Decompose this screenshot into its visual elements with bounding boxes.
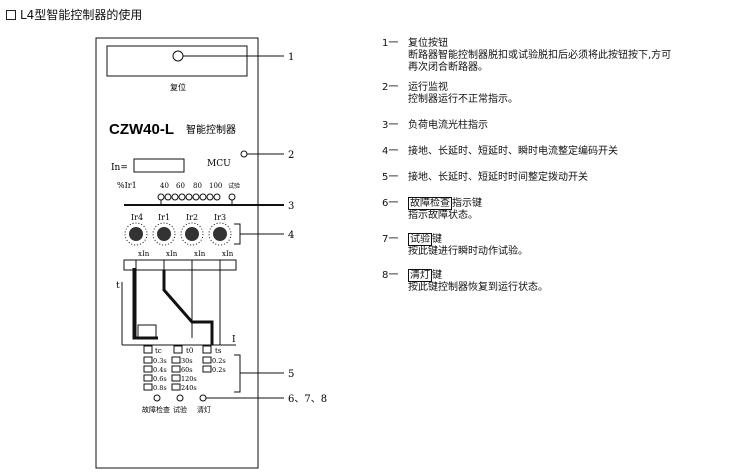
dial-label-ir2: Ir2	[186, 213, 198, 222]
callout-3: 3	[288, 201, 294, 212]
test-label: 试验	[173, 405, 187, 414]
fault-check-button[interactable]	[153, 394, 161, 402]
xin-3: xIn	[194, 250, 206, 258]
curve-top-frame	[123, 259, 237, 271]
t0-30s: 30s	[181, 357, 193, 365]
callout-2: 2	[288, 150, 294, 161]
t-axis-label: t	[116, 281, 120, 291]
time-switch-grid[interactable]	[143, 356, 212, 391]
time-header-ts: ts	[215, 347, 222, 355]
bracket-5	[234, 354, 241, 393]
legend-item-4: 4一接地、长延时、短延时、瞬时电流整定编码开关	[382, 146, 618, 157]
time-header-switches[interactable]	[143, 345, 212, 354]
pct-40: 40	[160, 182, 169, 190]
pct-test: 试验	[228, 182, 240, 190]
reset-button[interactable]	[172, 50, 184, 62]
time-header-tc: tc	[155, 347, 162, 355]
dial-ir3[interactable]	[208, 222, 232, 246]
legend-item-1: 1一复位按钮 断路器智能控制器脱扣或试验脱扣后必须将此按钮按下,方可 再次闭合断…	[382, 38, 672, 73]
pct-100: 100	[209, 182, 222, 190]
legend-item-7: 7一试验键 按此键进行瞬时动作试验。	[382, 233, 528, 257]
xin-4: xIn	[222, 250, 234, 258]
fault-check-label: 故障检查	[142, 405, 170, 414]
test-button[interactable]	[176, 394, 184, 402]
clear-label: 清灯	[197, 405, 211, 414]
t0-60s: 60s	[181, 366, 193, 374]
tc-0.4s: 0.4s	[153, 366, 167, 374]
pct-label: %Ir1	[117, 181, 137, 190]
ts-0.2s-a: 0.2s	[212, 357, 226, 365]
xin-1: xIn	[138, 250, 150, 258]
legend-item-5: 5一接地、长延时、短延时时间整定拨动开关	[382, 172, 588, 183]
ts-0.2s-b: 0.2s	[212, 366, 226, 374]
dial-label-ir4: Ir4	[131, 213, 143, 222]
callout-678: 6、7、8	[288, 394, 327, 405]
dial-label-ir1: Ir1	[158, 213, 170, 222]
dial-ir1[interactable]	[152, 222, 176, 246]
in-display	[133, 158, 185, 173]
legend: 1一复位按钮 断路器智能控制器脱扣或试验脱扣后必须将此按钮按下,方可 再次闭合断…	[382, 38, 732, 302]
protection-curve	[162, 270, 214, 345]
reset-label: 复位	[170, 82, 186, 92]
mcu-label: MCU	[207, 159, 231, 169]
panel-outline	[95, 37, 259, 469]
model-suffix: 智能控制器	[186, 123, 236, 136]
callout-4: 4	[288, 230, 294, 241]
in-label: In=	[111, 163, 128, 173]
load-bar-leds	[157, 193, 236, 201]
bracket-4	[234, 223, 241, 245]
dial-ir4[interactable]	[124, 222, 148, 246]
i-axis-label: I	[232, 335, 236, 345]
tc-0.6s: 0.6s	[153, 375, 167, 383]
dial-label-ir3: Ir3	[214, 213, 226, 222]
t0-240s: 240s	[181, 384, 197, 392]
pct-60: 60	[176, 182, 185, 190]
pct-80: 80	[193, 182, 202, 190]
reset-window	[106, 45, 248, 77]
legend-item-8: 8一清灯键 按此键控制器恢复到运行状态。	[382, 269, 548, 293]
dial-ir2[interactable]	[180, 222, 204, 246]
time-header-t0: t0	[186, 347, 193, 355]
tc-0.3s: 0.3s	[153, 357, 167, 365]
tc-0.8s: 0.8s	[153, 384, 167, 392]
xin-2: xIn	[166, 250, 178, 258]
mcu-indicator-led	[240, 150, 248, 158]
model-name: CZW40-L	[109, 121, 174, 138]
legend-item-2: 2一运行监视 控制器运行不正常指示。	[382, 82, 518, 105]
square-bullet-icon	[6, 10, 16, 20]
legend-item-3: 3一负荷电流光柱指示	[382, 120, 488, 131]
page-title: L4型智能控制器的使用	[6, 6, 142, 23]
t0-120s: 120s	[181, 375, 197, 383]
clear-button[interactable]	[199, 394, 207, 402]
callout-1: 1	[288, 52, 294, 63]
callout-5: 5	[288, 369, 294, 380]
legend-item-6: 6一故障检查指示键 指示故障状态。	[382, 197, 482, 221]
